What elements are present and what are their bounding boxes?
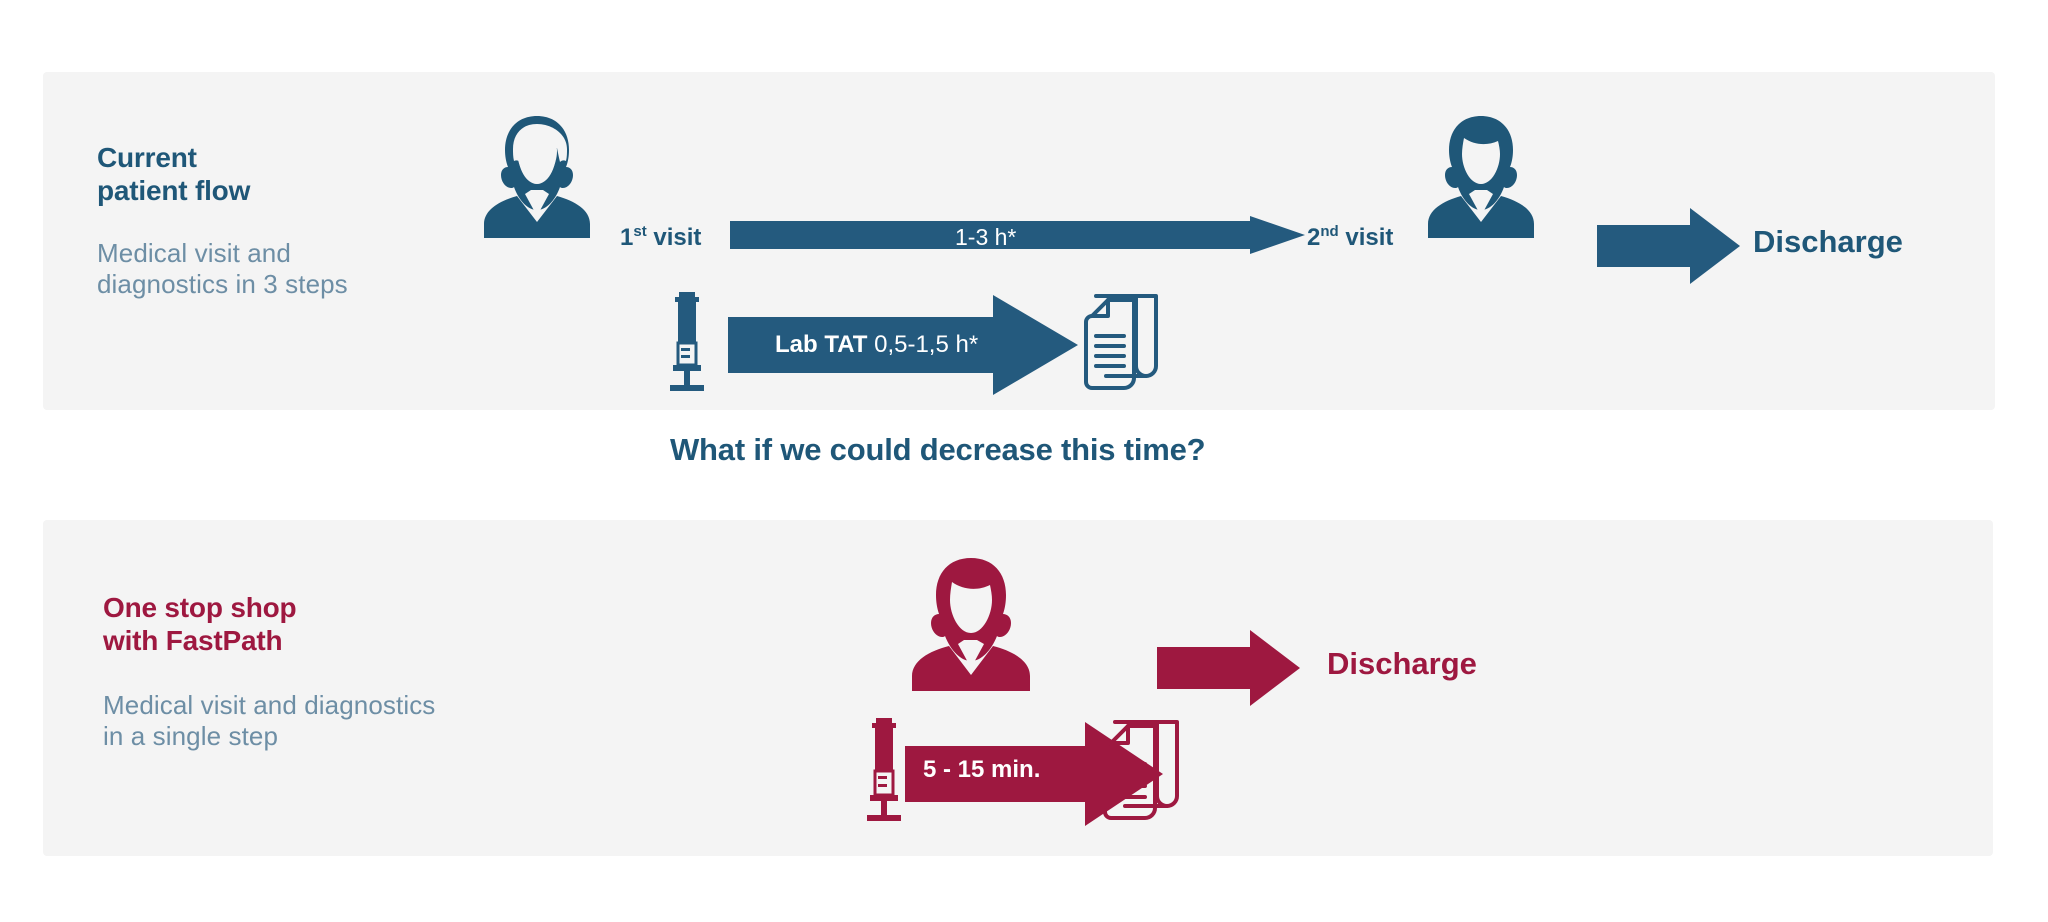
fastpath-duration-arrow [905,722,1163,826]
person-icon [478,110,596,240]
person-icon [906,552,1036,694]
discharge-label-bottom: Discharge [1327,646,1477,681]
second-visit-label: 2nd visit [1307,223,1394,251]
lab-tat-arrow [728,295,1078,395]
documents-icon [1090,718,1182,826]
documents-icon [1072,292,1160,394]
main-flow-arrow [730,216,1305,254]
arrow-right-icon [1597,208,1740,284]
person-icon [1422,110,1540,240]
first-visit-label: 1st visit [620,223,702,251]
discharge-label-top: Discharge [1753,224,1903,259]
top-panel-subtext: Medical visit and diagnostics in 3 steps [97,238,348,300]
syringe-icon [657,292,717,397]
arrow-right-icon [1157,630,1300,706]
top-panel-heading: Current patient flow [97,142,251,206]
bottom-panel-subtext: Medical visit and diagnostics in a singl… [103,690,436,752]
syringe-icon [854,718,914,828]
question-headline: What if we could decrease this time? [670,432,1206,467]
bottom-panel-heading: One stop shop with FastPath [103,592,297,656]
